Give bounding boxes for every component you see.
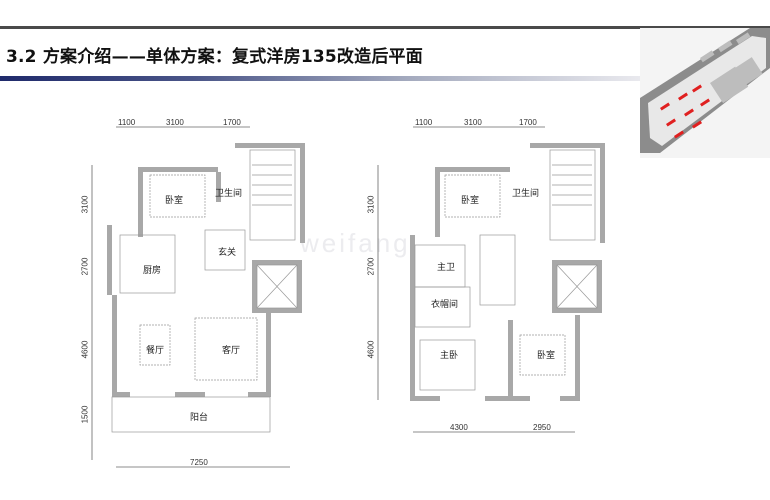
dim-top-2: 3100: [166, 118, 184, 127]
dim-left-1: 3100: [366, 195, 376, 214]
room-master-bedroom: 主卧: [440, 351, 459, 361]
dim-top-3: 1700: [223, 118, 241, 127]
room-walk-in-closet: 衣帽间: [431, 300, 459, 310]
room-kitchen: 厨房: [143, 266, 162, 276]
room-master-bath: 主卫: [437, 263, 456, 273]
dim-top-2: 3100: [464, 118, 482, 127]
title-gradient-bar: [0, 76, 640, 81]
room-living: 客厅: [222, 346, 241, 356]
room-bathroom: 卫生间: [215, 189, 243, 199]
room-entry: 玄关: [218, 248, 237, 258]
dim-left-3: 4600: [366, 340, 376, 359]
floor-plan-lower-drawing: [91, 126, 305, 468]
floor-plan-lower: 1100 3100 1700 3100 2700 4600 1500 7250 …: [0, 0, 350, 500]
room-bathroom: 卫生间: [512, 189, 540, 199]
dim-left-2: 2700: [366, 257, 376, 276]
room-bedroom: 卧室: [165, 196, 184, 206]
dim-top-1: 1100: [118, 118, 136, 127]
room-bedroom: 卧室: [461, 196, 480, 206]
dim-top-3: 1700: [519, 118, 537, 127]
room-bedroom-2: 卧室: [537, 351, 556, 361]
top-rule: [0, 26, 770, 29]
site-plan-thumbnail: [640, 28, 770, 158]
room-balcony: 阳台: [190, 413, 209, 423]
dim-bottom-2: 2950: [533, 423, 551, 432]
watermark: weifang: [300, 228, 411, 258]
site-plan-icon: [640, 28, 770, 158]
dim-bottom-1: 7250: [190, 458, 208, 467]
page-title: 3.2 方案介绍——单体方案：复式洋房135改造后平面: [6, 47, 423, 67]
dim-bottom-1: 4300: [450, 423, 468, 432]
dim-top-1: 1100: [415, 118, 433, 127]
room-dining: 餐厅: [146, 346, 165, 356]
